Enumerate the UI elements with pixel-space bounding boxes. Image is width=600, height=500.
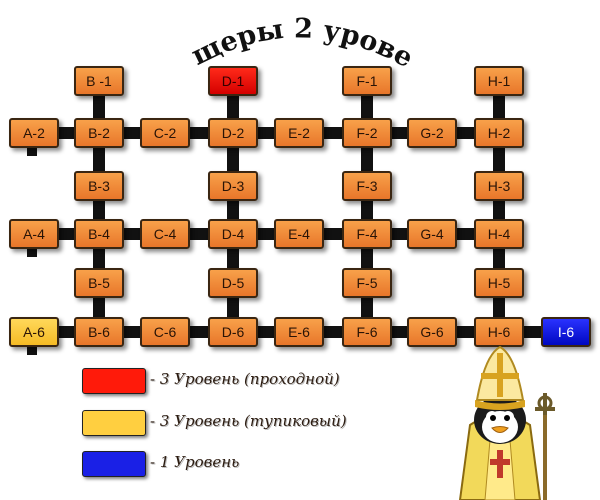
cell-f-3[interactable]: F-3 <box>342 171 392 201</box>
cell-b-1[interactable]: B -1 <box>74 66 124 96</box>
map-title: Пещеры 2 уровень <box>0 0 418 74</box>
cell-e-2[interactable]: E-2 <box>274 118 324 148</box>
cell-e-6[interactable]: E-6 <box>274 317 324 347</box>
cell-d-5[interactable]: D-5 <box>208 268 258 298</box>
cell-f-5[interactable]: F-5 <box>342 268 392 298</box>
cell-h-6[interactable]: H-6 <box>474 317 524 347</box>
cell-i-6[interactable]: I-6 <box>541 317 591 347</box>
cell-b-3[interactable]: B-3 <box>74 171 124 201</box>
tunnel-connector <box>27 345 37 355</box>
cell-d-2[interactable]: D-2 <box>208 118 258 148</box>
cell-c-6[interactable]: C-6 <box>140 317 190 347</box>
cell-d-6[interactable]: D-6 <box>208 317 258 347</box>
cell-h-3[interactable]: H-3 <box>474 171 524 201</box>
cell-h-2[interactable]: H-2 <box>474 118 524 148</box>
legend-label-3: - 1 Уровень <box>150 453 240 471</box>
cell-c-2[interactable]: C-2 <box>140 118 190 148</box>
tunnel-connector <box>27 247 37 257</box>
cell-b-6[interactable]: B-6 <box>74 317 124 347</box>
cell-c-4[interactable]: C-4 <box>140 219 190 249</box>
legend-swatch-1 <box>82 368 146 394</box>
cell-f-4[interactable]: F-4 <box>342 219 392 249</box>
cell-b-2[interactable]: B-2 <box>74 118 124 148</box>
cell-g-2[interactable]: G-2 <box>407 118 457 148</box>
tunnel-connector <box>27 146 37 156</box>
cell-h-1[interactable]: H-1 <box>474 66 524 96</box>
legend-swatch-2 <box>82 410 146 436</box>
cell-b-4[interactable]: B-4 <box>74 219 124 249</box>
cell-f-1[interactable]: F-1 <box>342 66 392 96</box>
cell-g-6[interactable]: G-6 <box>407 317 457 347</box>
cell-d-3[interactable]: D-3 <box>208 171 258 201</box>
cell-f-6[interactable]: F-6 <box>342 317 392 347</box>
cell-d-1[interactable]: D-1 <box>208 66 258 96</box>
cell-e-4[interactable]: E-4 <box>274 219 324 249</box>
legend-label-2: - 3 Уровень (тупиковый) <box>150 412 347 430</box>
cell-g-4[interactable]: G-4 <box>407 219 457 249</box>
cell-a-4[interactable]: A-4 <box>9 219 59 249</box>
cell-b-5[interactable]: B-5 <box>74 268 124 298</box>
cell-h-5[interactable]: H-5 <box>474 268 524 298</box>
cell-h-4[interactable]: H-4 <box>474 219 524 249</box>
tunnel-connector <box>93 92 105 321</box>
cell-f-2[interactable]: F-2 <box>342 118 392 148</box>
legend-swatch-3 <box>82 451 146 477</box>
tunnel-connector <box>493 92 505 321</box>
cell-a-6[interactable]: A-6 <box>9 317 59 347</box>
cell-d-4[interactable]: D-4 <box>208 219 258 249</box>
tunnel-connector <box>361 92 373 321</box>
tunnel-connector <box>227 92 239 321</box>
penguin-bishop-mascot-icon <box>458 345 555 500</box>
cell-a-2[interactable]: A-2 <box>9 118 59 148</box>
legend-label-1: - 3 Уровень (проходной) <box>150 370 340 388</box>
